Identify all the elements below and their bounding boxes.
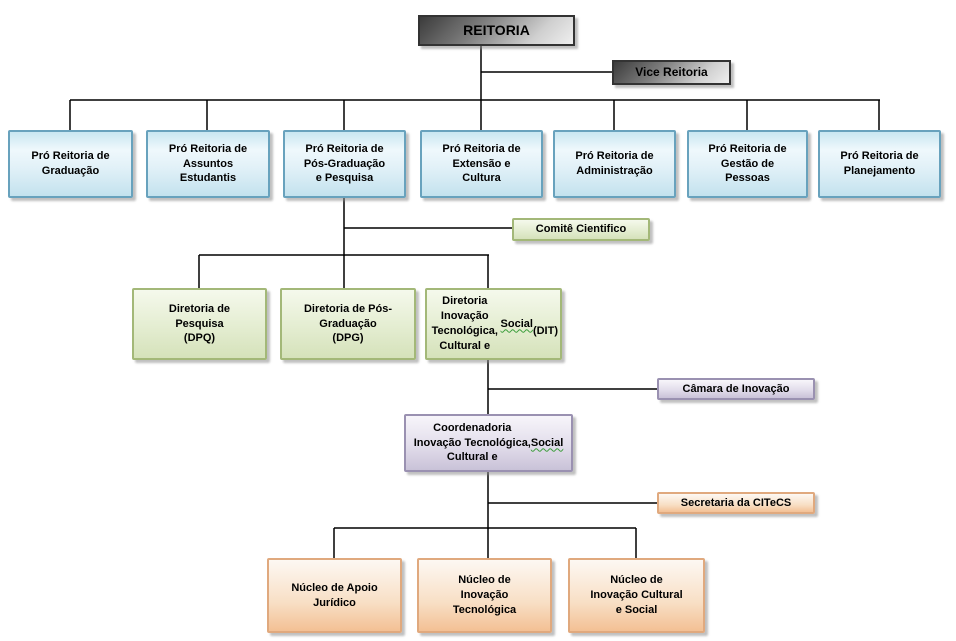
node-label-part: (DIT) <box>532 325 558 337</box>
node-pro-reitoria-planejamento: Pró Reitoria de Planejamento <box>818 130 941 198</box>
node-pro-reitoria-administracao: Pró Reitoria de Administração <box>553 130 676 198</box>
node-nucleo-inovacao-tecnologica: Núcleo de Inovação Tecnológica <box>417 558 552 633</box>
node-pro-reitoria-extensao-cultura: Pró Reitoria de Extensão e Cultura <box>420 130 543 198</box>
node-nucleo-inovacao-cultural-social: Núcleo de Inovação Cultural e Social <box>568 558 705 633</box>
node-pro-reitoria-assuntos-estudantis: Pró Reitoria de Assuntos Estudantis <box>146 130 270 198</box>
node-label-part: Coordenadoria Inovação Tecnológica, Cult… <box>413 421 531 464</box>
node-nucleo-apoio-juridico: Núcleo de Apoio Jurídico <box>267 558 402 633</box>
node-label-part-spellcheck: Social <box>530 436 564 449</box>
node-comite-cientifico: Comitê Cientifico <box>512 218 650 241</box>
node-coordenadoria-citecs: Coordenadoria Inovação Tecnológica, Cult… <box>404 414 573 472</box>
node-diretoria-inovacao-dit: Diretoria Inovação Tecnológica, Cultural… <box>425 288 562 360</box>
node-diretoria-pesquisa-dpq: Diretoria de Pesquisa (DPQ) <box>132 288 267 360</box>
node-secretaria-citecs: Secretaria da CITeCS <box>657 492 815 514</box>
node-pro-reitoria-pos-graduacao-pesquisa: Pró Reitoria de Pós-Graduação e Pesquisa <box>283 130 406 198</box>
node-camara-inovacao: Câmara de Inovação <box>657 378 815 400</box>
node-pro-reitoria-graduacao: Pró Reitoria de Graduação <box>8 130 133 198</box>
node-diretoria-pos-graduacao-dpg: Diretoria de Pós- Graduação (DPG) <box>280 288 416 360</box>
node-reitoria: REITORIA <box>418 15 575 46</box>
node-label-part: Diretoria Inovação Tecnológica, Cultural… <box>431 295 498 352</box>
node-vice-reitoria: Vice Reitoria <box>612 60 731 85</box>
node-label-part-spellcheck: Social <box>500 317 533 330</box>
node-pro-reitoria-gestao-pessoas: Pró Reitoria de Gestão de Pessoas <box>687 130 808 198</box>
